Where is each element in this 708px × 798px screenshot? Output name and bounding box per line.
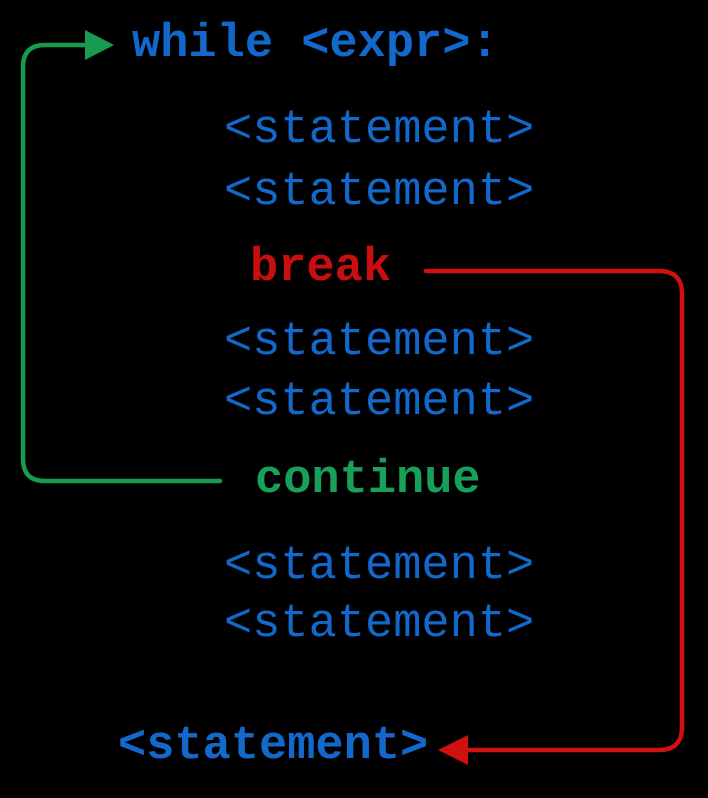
- while-header-line: while <expr>:: [132, 18, 499, 71]
- loop-body-statement-5: <statement>: [224, 540, 535, 593]
- break-arrowhead-icon: [438, 735, 468, 765]
- continue-keyword: continue: [255, 454, 481, 507]
- loop-body-statement-2: <statement>: [224, 166, 535, 219]
- after-loop-statement: <statement>: [118, 720, 429, 773]
- continue-loop-back-arrow-line: [20, 42, 223, 484]
- loop-body-statement-4: <statement>: [224, 376, 535, 429]
- break-keyword: break: [250, 242, 392, 295]
- loop-body-statement-6: <statement>: [224, 598, 535, 651]
- loop-body-statement-3: <statement>: [224, 316, 535, 369]
- continue-arrowhead-icon: [85, 30, 114, 60]
- loop-body-statement-1: <statement>: [224, 104, 535, 157]
